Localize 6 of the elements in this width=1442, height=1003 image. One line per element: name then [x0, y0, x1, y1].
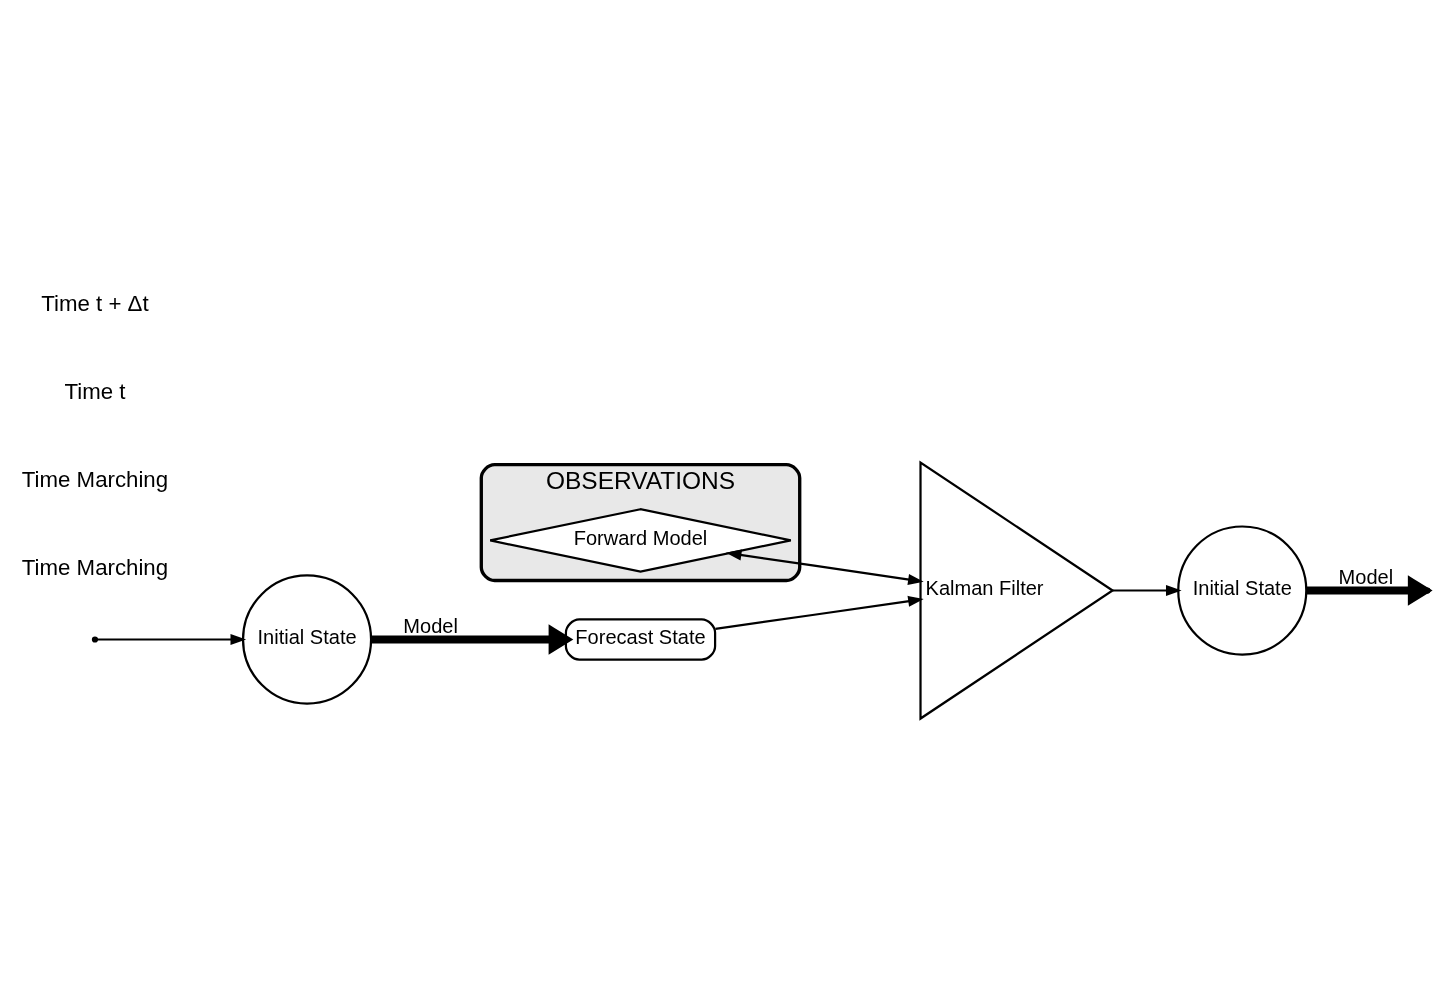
- label: Time Marching: [21, 554, 169, 580]
- label: Time t + Δt: [41, 290, 149, 316]
- edge-label: Model: [1338, 565, 1394, 588]
- label: Time t: [64, 378, 126, 404]
- edge-label: Model: [403, 614, 458, 637]
- label: Time Marching: [21, 466, 169, 492]
